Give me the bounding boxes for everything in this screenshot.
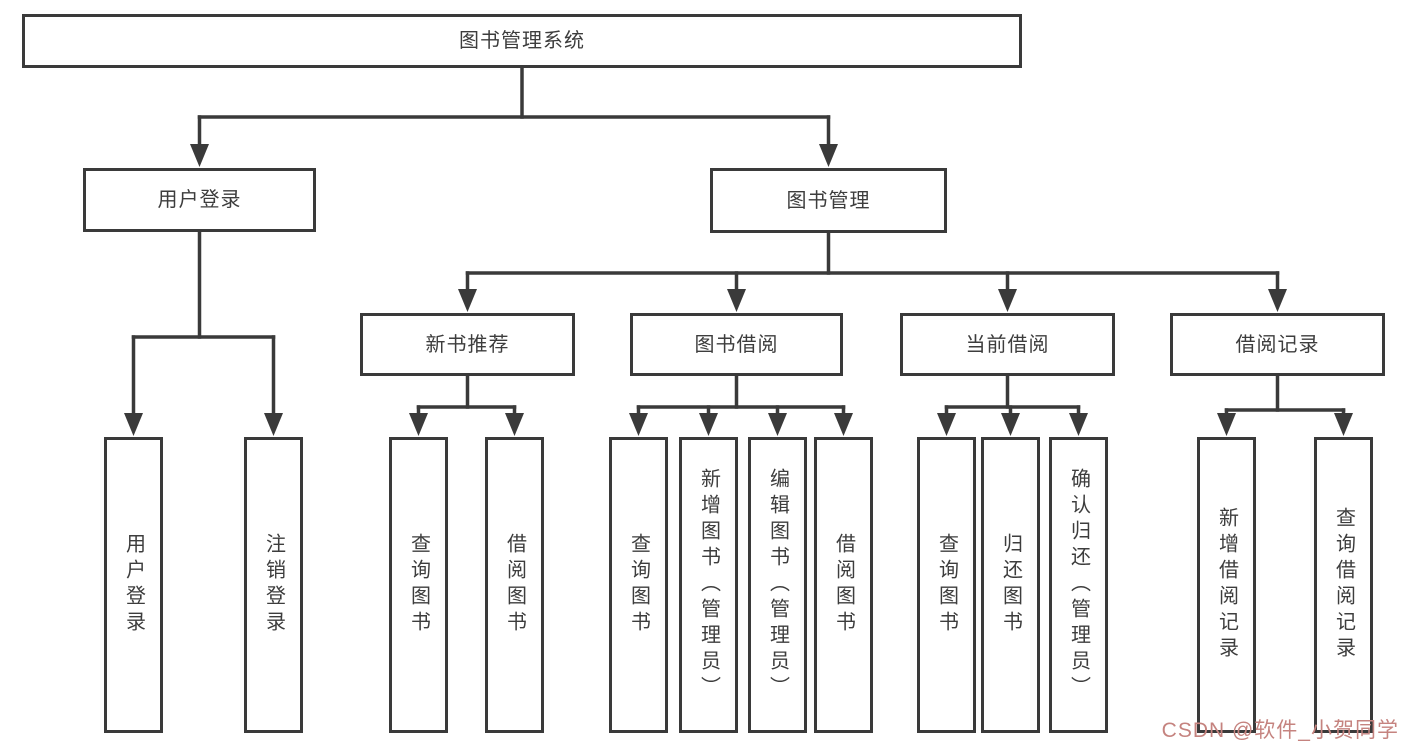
node-borrowing-records: 借阅记录: [1170, 313, 1385, 376]
node-book-management: 图书管理: [710, 168, 947, 233]
node-borrow-books-borrow: 借阅图书: [814, 437, 873, 733]
node-return-books: 归还图书: [981, 437, 1040, 733]
node-label-return-books: 归还图书: [999, 533, 1022, 637]
node-label-user-login: 用户登录: [122, 533, 145, 637]
node-label-query-books-recommend: 查询图书: [407, 533, 430, 637]
node-label-borrow-books-recommend: 借阅图书: [503, 533, 526, 637]
node-new-book-recommend: 新书推荐: [360, 313, 575, 376]
node-logout: 注销登录: [244, 437, 303, 733]
node-label-confirm-return-admin: 确认归还（管理员）: [1067, 468, 1090, 702]
node-label-library-system: 图书管理系统: [459, 30, 585, 52]
arrowhead-icon: [458, 289, 477, 312]
node-query-books-current: 查询图书: [917, 437, 976, 733]
arrowhead-icon: [998, 289, 1017, 312]
node-label-add-borrow-record: 新增借阅记录: [1215, 507, 1238, 663]
arrowhead-icon: [1217, 413, 1236, 436]
node-query-books-recommend: 查询图书: [389, 437, 448, 733]
node-query-borrow-record: 查询借阅记录: [1314, 437, 1373, 733]
arrowhead-icon: [1069, 413, 1088, 436]
node-label-book-management: 图书管理: [786, 189, 871, 212]
node-edit-books-admin: 编辑图书（管理员）: [748, 437, 807, 733]
node-label-query-books-current: 查询图书: [935, 533, 958, 637]
arrowhead-icon: [819, 144, 838, 167]
node-label-borrow-books-borrow: 借阅图书: [832, 533, 855, 637]
node-borrow-books-recommend: 借阅图书: [485, 437, 544, 733]
arrowhead-icon: [264, 413, 283, 436]
arrowhead-icon: [409, 413, 428, 436]
node-label-query-borrow-record: 查询借阅记录: [1332, 507, 1355, 663]
arrowhead-icon: [768, 413, 787, 436]
node-confirm-return-admin: 确认归还（管理员）: [1049, 437, 1108, 733]
arrowhead-icon: [1001, 413, 1020, 436]
node-label-borrowing-records: 借阅记录: [1235, 333, 1320, 356]
node-label-current-borrowing: 当前借阅: [965, 333, 1050, 356]
arrowhead-icon: [937, 413, 956, 436]
node-book-borrowing: 图书借阅: [630, 313, 843, 376]
node-label-logout: 注销登录: [262, 533, 285, 637]
arrowhead-icon: [124, 413, 143, 436]
node-label-new-book-recommend: 新书推荐: [425, 333, 510, 356]
node-user-login: 用户登录: [104, 437, 163, 733]
arrowhead-icon: [1334, 413, 1353, 436]
arrowhead-icon: [699, 413, 718, 436]
node-user-login-module: 用户登录: [83, 168, 316, 232]
arrowhead-icon: [834, 413, 853, 436]
arrowhead-icon: [190, 144, 209, 167]
node-label-user-login-module: 用户登录: [157, 189, 242, 211]
node-current-borrowing: 当前借阅: [900, 313, 1115, 376]
watermark: CSDN @软件_小贺同学: [1161, 719, 1399, 742]
arrowhead-icon: [1268, 289, 1287, 312]
node-add-borrow-record: 新增借阅记录: [1197, 437, 1256, 733]
arrowhead-icon: [505, 413, 524, 436]
node-library-system: 图书管理系统: [22, 14, 1022, 68]
node-label-add-books-admin: 新增图书（管理员）: [697, 468, 720, 702]
arrowhead-icon: [727, 289, 746, 312]
arrowhead-icon: [629, 413, 648, 436]
node-label-book-borrowing: 图书借阅: [694, 333, 779, 356]
node-query-books-borrow: 查询图书: [609, 437, 668, 733]
node-add-books-admin: 新增图书（管理员）: [679, 437, 738, 733]
node-label-edit-books-admin: 编辑图书（管理员）: [766, 468, 789, 702]
node-label-query-books-borrow: 查询图书: [627, 533, 650, 637]
